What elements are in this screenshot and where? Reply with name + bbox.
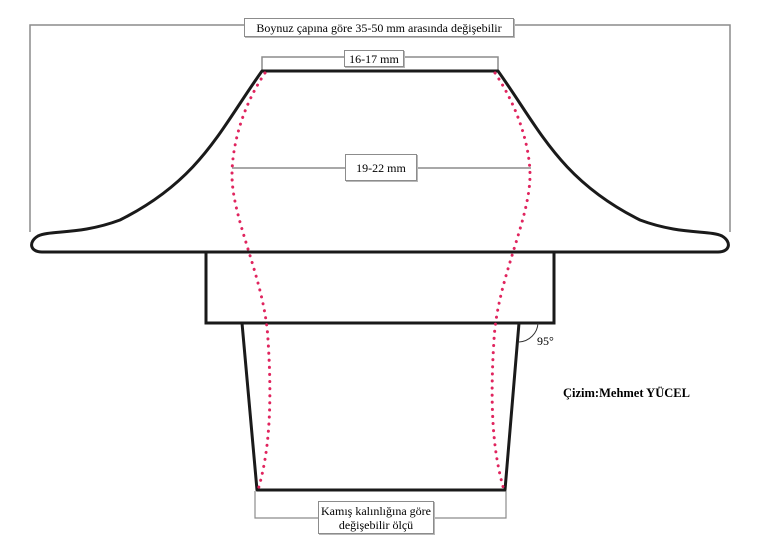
inner-width-label: 19-22 mm (345, 154, 417, 181)
bottom-label-line2: değişebilir ölçü (338, 518, 414, 532)
bottom-width-label: Kamış kalınlığına göre değişebilir ölçü (318, 501, 434, 534)
flare-outline (30, 69, 730, 254)
author-credit: Çizim:Mehmet YÜCEL (563, 386, 690, 400)
angle-label: 95° (537, 334, 554, 348)
bottom-label-line1: Kamış kalınlığına göre (321, 504, 431, 518)
bore-left-dotted (230, 71, 272, 492)
top-width-label: 16-17 mm (344, 50, 404, 67)
angle-arc (518, 322, 539, 343)
tapered-body (240, 321, 521, 492)
bore-right-dotted (490, 71, 532, 492)
shank-rectangle (204, 250, 556, 325)
overall-width-label: Boynuz çapına göre 35-50 mm arasında değ… (244, 18, 514, 37)
